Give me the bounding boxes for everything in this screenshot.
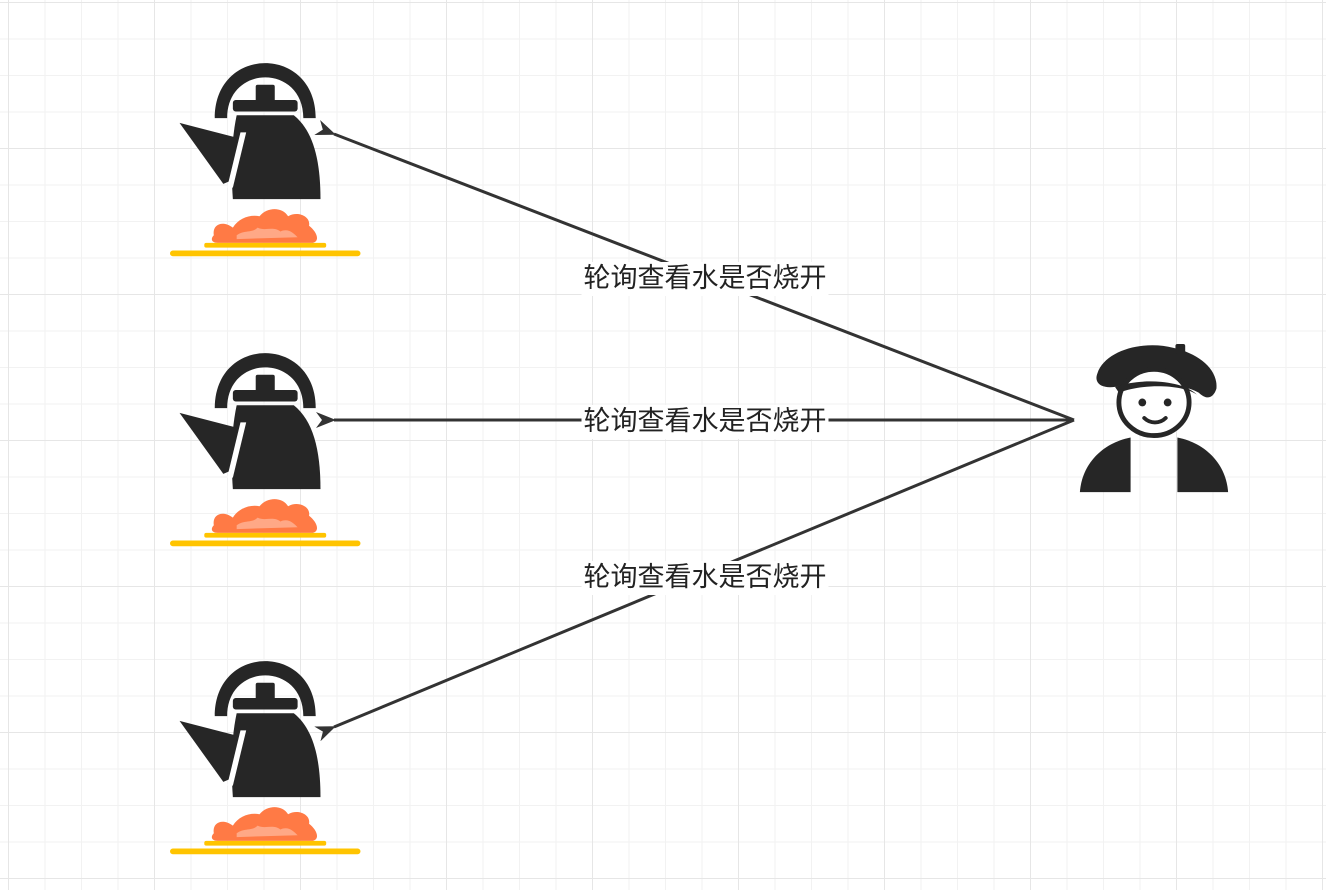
kettle-on-stove-icon (170, 63, 361, 257)
edge-label-top: 轮询查看水是否烧开 (581, 262, 829, 296)
kettle-on-stove-icon (170, 661, 361, 855)
person-with-beret-icon (1080, 344, 1228, 492)
edge-label-bottom: 轮询查看水是否烧开 (581, 561, 829, 595)
edge-label-middle: 轮询查看水是否烧开 (581, 405, 829, 439)
kettle-on-stove-icon (170, 353, 361, 547)
